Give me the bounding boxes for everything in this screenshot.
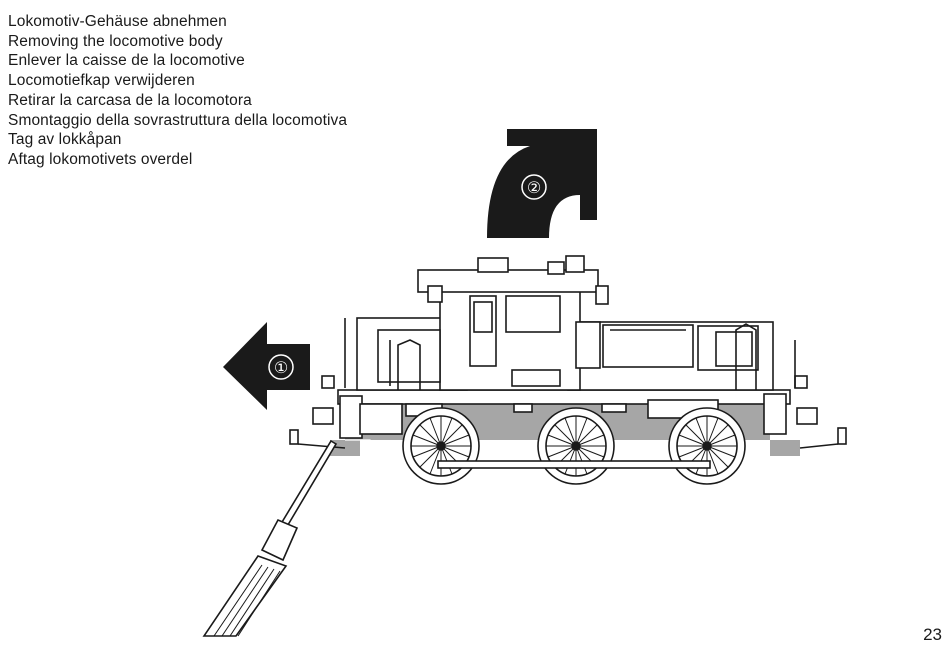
locomotive-drawing [289, 255, 847, 485]
curved-arrow-up-right-icon: ② [487, 129, 597, 238]
caption-sv: Tag av lokkåpan [8, 131, 122, 149]
step-2-label: ② [527, 178, 541, 197]
wheel-middle [537, 407, 615, 485]
caption-nl: Locomotiefkap verwijderen [8, 72, 195, 90]
caption-en: Removing the locomotive body [8, 32, 223, 50]
caption-it: Smontaggio della sovrastruttura della lo… [8, 111, 348, 129]
caption-de: Lokomotiv-Gehäuse abnehmen [8, 13, 227, 30]
arrow-left-icon [223, 322, 310, 410]
instruction-captions: Lokomotiv-Gehäuse abnehmen Removing the … [8, 12, 347, 170]
caption-da: Aftag lokomotivets overdel [8, 150, 193, 168]
screwdriver-icon [202, 439, 338, 637]
caption-es: Retirar la carcasa de la locomotora [8, 91, 252, 109]
step-1-label: ① [274, 358, 288, 377]
caption-fr: Enlever la caisse de la locomotive [8, 52, 245, 70]
wheel-rear [668, 407, 746, 485]
wheel-front [402, 407, 480, 485]
page-number: 23 [923, 625, 942, 644]
